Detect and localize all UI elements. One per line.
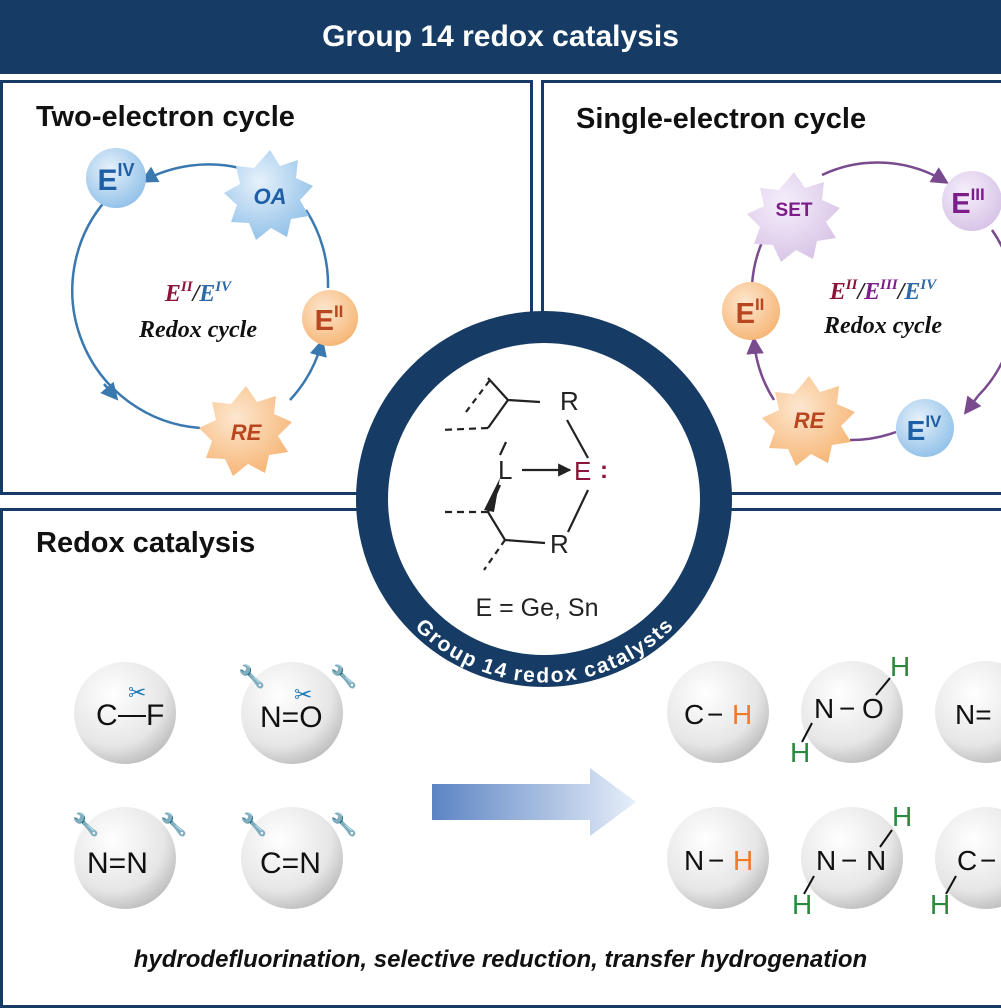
- eiv-node-right: EIV: [896, 399, 954, 457]
- svg-text:H: H: [892, 801, 912, 832]
- single-electron-center-label: EII/EIII/EIV Redox cycle: [823, 277, 942, 339]
- scissors-icon: ✂: [294, 682, 312, 707]
- svg-text:OA: OA: [254, 184, 287, 209]
- two-electron-title: Two-electron cycle: [36, 101, 295, 133]
- r-bottom: R: [550, 529, 569, 559]
- catalyst-structure: [439, 377, 589, 571]
- svg-text:RE: RE: [231, 420, 263, 445]
- svg-text:H: H: [790, 737, 810, 768]
- svg-text:−: −: [841, 845, 857, 876]
- svg-text:N=: N=: [955, 699, 992, 730]
- substrate-cf: C F ✂: [74, 662, 176, 764]
- svg-text:N: N: [684, 845, 704, 876]
- svg-text:N: N: [814, 693, 834, 724]
- svg-text:EII: EII: [736, 295, 765, 330]
- scissors-icon: ✂: [128, 680, 146, 705]
- svg-text:C: C: [684, 699, 704, 730]
- wrench-icon-right: 🔧: [330, 811, 357, 837]
- svg-text:C: C: [96, 699, 118, 732]
- application-caption: hydrodefluorination, selective reduction…: [133, 946, 868, 973]
- svg-text:H: H: [792, 889, 812, 920]
- svg-text:O: O: [862, 693, 884, 724]
- svg-text:EIV: EIV: [907, 412, 942, 446]
- svg-text:F: F: [146, 699, 164, 732]
- two-electron-center-label: EII/EIV Redox cycle: [138, 279, 257, 343]
- product-ch: C − H: [667, 661, 769, 763]
- svg-text:H: H: [732, 699, 752, 730]
- eiii-node: EIII: [942, 171, 1001, 231]
- svg-text:EII/EIII/EIV: EII/EIII/EIV: [829, 277, 938, 305]
- svg-text:Redox cycle: Redox cycle: [823, 313, 942, 339]
- redox-catalysis-title: Redox catalysis: [36, 527, 256, 559]
- eiv-node: EIV: [86, 148, 146, 208]
- header-title: Group 14 redox catalysis: [0, 0, 1001, 74]
- substrate-cn: C=N 🔧 🔧: [240, 807, 357, 909]
- svg-text:N: N: [816, 845, 836, 876]
- wedge-bond: [484, 478, 500, 512]
- svg-text:Redox cycle: Redox cycle: [138, 317, 257, 343]
- re-node-left: RE: [199, 386, 292, 476]
- svg-text:EIII: EIII: [951, 185, 985, 220]
- svg-text:N=O: N=O: [260, 701, 323, 734]
- svg-text:RE: RE: [794, 408, 826, 433]
- e-lone-pair: :: [600, 457, 608, 484]
- two-electron-cycle-arrows: [71, 163, 330, 430]
- svg-text:SET: SET: [776, 200, 813, 221]
- svg-text:H: H: [733, 845, 753, 876]
- product-nh: N − H: [667, 807, 769, 909]
- svg-text:EIV: EIV: [97, 160, 134, 197]
- product-nnh: N − N H H: [792, 801, 912, 920]
- svg-text:C: C: [957, 845, 977, 876]
- wrench-icon-left: 🔧: [72, 811, 99, 837]
- svg-text:−: −: [708, 845, 724, 876]
- product-n-partial: N=: [935, 661, 1001, 763]
- set-node: SET: [747, 172, 840, 262]
- element-equation: E = Ge, Sn: [476, 594, 599, 622]
- svg-text:−: −: [839, 693, 855, 724]
- l-atom: L: [498, 455, 512, 485]
- wrench-icon-left: 🔧: [238, 663, 265, 689]
- substrate-no: N=O ✂ 🔧 🔧: [238, 662, 357, 764]
- eii-node-left: EII: [302, 290, 358, 346]
- product-noh: N − O H H: [790, 651, 910, 768]
- single-electron-title: Single-electron cycle: [576, 103, 867, 135]
- substrate-nn: N=N 🔧 🔧: [72, 807, 187, 909]
- wrench-icon-right: 🔧: [160, 811, 187, 837]
- wrench-icon-right: 🔧: [330, 663, 357, 689]
- wrench-icon-left: 🔧: [240, 811, 267, 837]
- process-arrow: [432, 768, 636, 836]
- svg-text:H: H: [930, 889, 950, 920]
- svg-text:C=N: C=N: [260, 847, 321, 880]
- eii-node-right: EII: [722, 282, 780, 340]
- svg-text:EII: EII: [315, 302, 344, 337]
- svg-text:−: −: [707, 699, 723, 730]
- re-node-right: RE: [762, 376, 855, 466]
- svg-text:H: H: [890, 651, 910, 682]
- catalyst-ring: [356, 311, 732, 687]
- oa-node: OA: [224, 150, 313, 240]
- product-ch-partial: C − H: [930, 807, 1001, 920]
- svg-text:EII/EIV: EII/EIV: [164, 279, 233, 307]
- svg-text:N: N: [866, 845, 886, 876]
- r-top: R: [560, 386, 579, 416]
- svg-text:−: −: [980, 845, 996, 876]
- single-electron-cycle-arrows: [746, 161, 1001, 442]
- svg-text:N=N: N=N: [87, 847, 148, 880]
- e-atom: E: [574, 456, 591, 486]
